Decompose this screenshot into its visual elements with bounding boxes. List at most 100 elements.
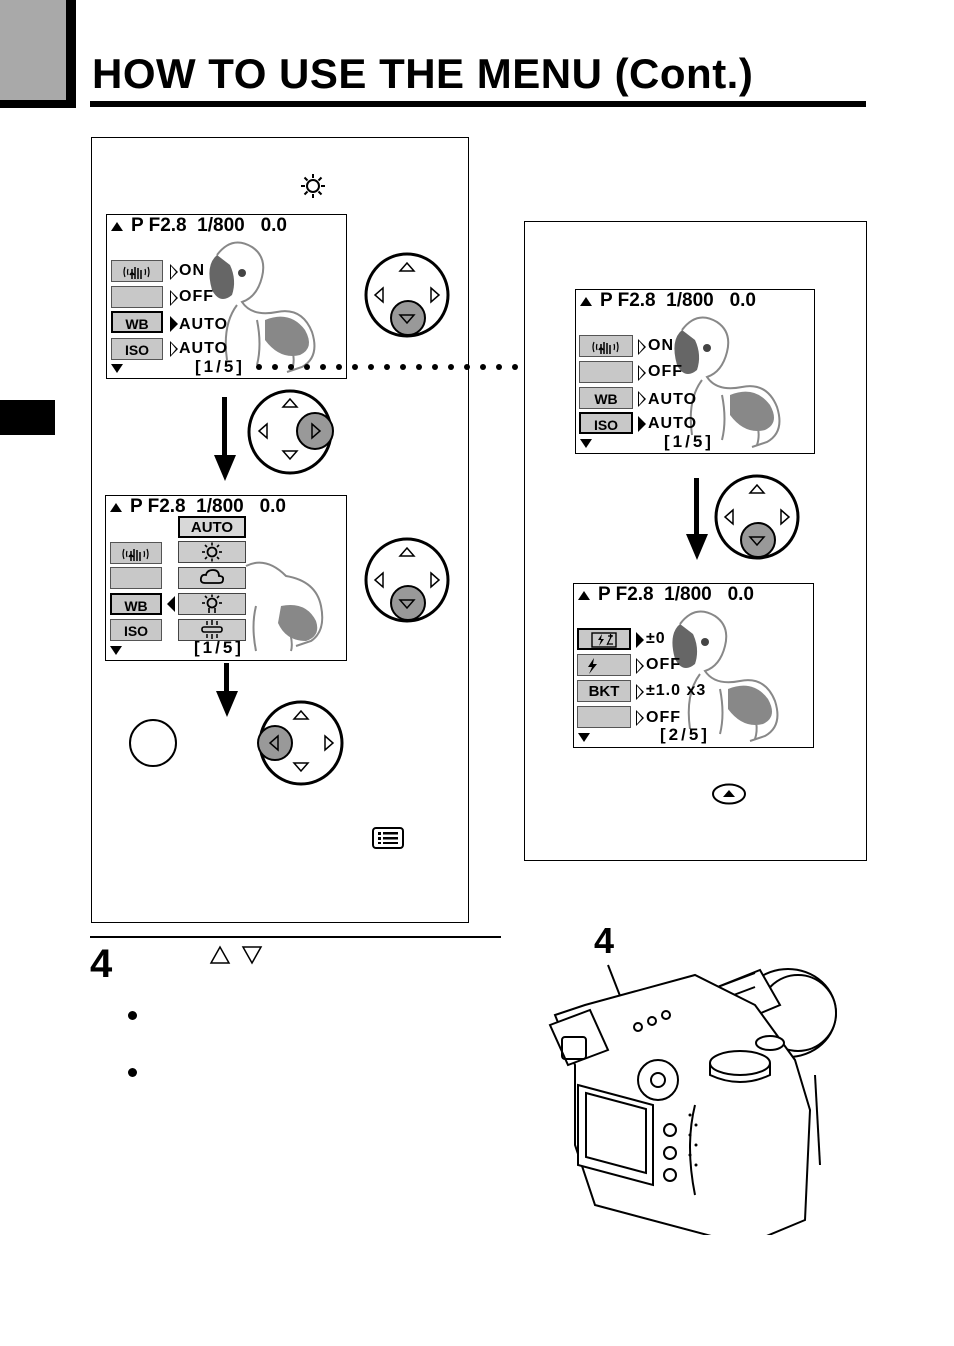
pointer-outline bbox=[638, 365, 646, 381]
arrow-pad-icon bbox=[257, 700, 344, 786]
flow-arrow-head bbox=[686, 534, 708, 560]
menu-box-blank[interactable] bbox=[579, 361, 633, 383]
scroll-up-indicator bbox=[111, 222, 123, 231]
menu-list-icon bbox=[372, 827, 404, 849]
page-indicator: [1/5] bbox=[195, 357, 245, 376]
lcd-status-line: P F2.8 1/800 0.0 bbox=[131, 215, 287, 236]
title-rule bbox=[90, 101, 866, 107]
menu-value: AUTO bbox=[648, 415, 698, 432]
pointer-outline bbox=[636, 684, 644, 700]
wb-option-fluorescent[interactable] bbox=[178, 619, 246, 641]
menu-box-blank[interactable] bbox=[577, 706, 631, 728]
up-arrow-button-icon bbox=[712, 783, 746, 805]
fluorescent-icon bbox=[201, 620, 223, 639]
menu-box-blank[interactable] bbox=[111, 286, 163, 308]
menu-box-anti-shake[interactable] bbox=[111, 260, 163, 282]
anti-shake-icon bbox=[122, 548, 149, 561]
menu-box-wb[interactable]: WB bbox=[579, 387, 633, 409]
pointer-outline bbox=[636, 658, 644, 674]
page-indicator: [2/5] bbox=[660, 725, 710, 744]
pointer-outline bbox=[638, 339, 646, 355]
menu-box-iso[interactable]: ISO bbox=[579, 412, 633, 434]
bullet bbox=[128, 1011, 137, 1020]
chapter-tab bbox=[0, 0, 66, 100]
menu-box-wb[interactable]: WB bbox=[110, 593, 162, 615]
lcd-screen-menu-2: P F2.8 1/800 0.0 BKT ±0 OFF ±1.0 x3 OFF … bbox=[573, 583, 814, 748]
anti-shake-icon bbox=[592, 341, 619, 354]
lcd-status-line: P F2.8 1/800 0.0 bbox=[600, 290, 756, 311]
flow-arrow-shaft bbox=[224, 663, 229, 693]
menu-box-iso[interactable]: ISO bbox=[110, 619, 162, 641]
wb-option-daylight[interactable] bbox=[178, 541, 246, 563]
flow-arrow-shaft bbox=[222, 397, 227, 457]
menu-box-flash[interactable] bbox=[577, 654, 631, 676]
lcd-screen-menu-1-iso: P F2.8 1/800 0.0 WB ISO ON OFF AUTO AUTO… bbox=[575, 289, 815, 454]
menu-box-wb[interactable]: WB bbox=[111, 311, 163, 333]
page-indicator: [1/5] bbox=[194, 638, 244, 657]
wb-option-tungsten[interactable] bbox=[178, 593, 246, 615]
menu-value: OFF bbox=[648, 363, 683, 380]
scroll-down-indicator bbox=[578, 733, 590, 742]
flow-arrow-shaft bbox=[694, 478, 699, 536]
step-rule bbox=[90, 936, 501, 938]
menu-value: ON bbox=[648, 337, 674, 354]
dog-image bbox=[672, 610, 779, 742]
flash-icon bbox=[588, 658, 597, 674]
menu-value: OFF bbox=[179, 288, 214, 305]
menu-value: ±1.0 x3 bbox=[646, 682, 707, 699]
scroll-down-indicator bbox=[580, 439, 592, 448]
menu-value: OFF bbox=[646, 709, 681, 726]
menu-box-flash-compensation[interactable] bbox=[577, 628, 631, 650]
scroll-up-indicator bbox=[110, 503, 122, 512]
scroll-down-indicator bbox=[111, 364, 123, 373]
menu-box-blank[interactable] bbox=[110, 567, 162, 589]
menu-box-iso[interactable]: ISO bbox=[111, 338, 163, 360]
menu-value: AUTO bbox=[179, 340, 229, 357]
camera-callout-number: 4 bbox=[594, 920, 615, 961]
menu-value: AUTO bbox=[648, 391, 698, 408]
menu-box-anti-shake[interactable] bbox=[110, 542, 162, 564]
page-indicator: [1/5] bbox=[664, 432, 714, 451]
menu-value: ±0 bbox=[646, 630, 666, 647]
pointer-filled bbox=[638, 416, 646, 432]
flow-arrow-head bbox=[216, 691, 238, 717]
dog-image bbox=[209, 241, 316, 373]
pointer-outline bbox=[638, 391, 646, 407]
pointer-filled bbox=[170, 316, 178, 332]
dog-image bbox=[245, 561, 324, 652]
bullet bbox=[128, 1068, 137, 1077]
ok-button[interactable] bbox=[129, 719, 177, 767]
lcd-screen-wb-submenu: P F2.8 1/800 0.0 WB ISO AUTO [1/5 bbox=[105, 495, 347, 661]
menu-box-bkt[interactable]: BKT bbox=[577, 680, 631, 702]
pointer-outline bbox=[170, 290, 178, 306]
lcd-status-line: P F2.8 1/800 0.0 bbox=[598, 584, 754, 605]
pointer-outline bbox=[170, 264, 178, 280]
menu-box-anti-shake[interactable] bbox=[579, 335, 633, 357]
wb-option-auto[interactable]: AUTO bbox=[178, 516, 246, 538]
scroll-up-indicator bbox=[580, 297, 592, 306]
sun-icon bbox=[202, 542, 222, 562]
page-title: HOW TO USE THE MENU (Cont.) bbox=[92, 50, 754, 97]
pointer-filled bbox=[636, 632, 644, 648]
flash-compensation-icon bbox=[591, 632, 617, 648]
tungsten-icon bbox=[202, 594, 222, 613]
sun-icon bbox=[301, 174, 325, 198]
pointer-outline bbox=[170, 341, 178, 357]
lcd-status-line: P F2.8 1/800 0.0 bbox=[130, 496, 286, 517]
lcd-screen-menu-1: P F2.8 1/800 0.0 WB ISO ON OFF AUTO AUTO… bbox=[106, 214, 347, 379]
chapter-tab-border bbox=[66, 0, 76, 108]
menu-value: ON bbox=[179, 262, 205, 279]
arrow-pad-icon bbox=[714, 474, 800, 560]
pointer-outline bbox=[636, 710, 644, 726]
dog-image bbox=[674, 316, 781, 448]
flow-arrow-head bbox=[214, 455, 236, 481]
camera-illustration bbox=[548, 964, 837, 1235]
side-section-marker bbox=[0, 400, 55, 435]
arrow-pad-icon bbox=[364, 537, 450, 623]
menu-value: OFF bbox=[646, 656, 681, 673]
arrow-pad-icon bbox=[364, 252, 450, 338]
scroll-up-indicator bbox=[578, 591, 590, 600]
step-number: 4 bbox=[90, 942, 113, 986]
wb-option-cloudy[interactable] bbox=[178, 567, 246, 589]
arrow-up-down-icons bbox=[209, 945, 263, 965]
